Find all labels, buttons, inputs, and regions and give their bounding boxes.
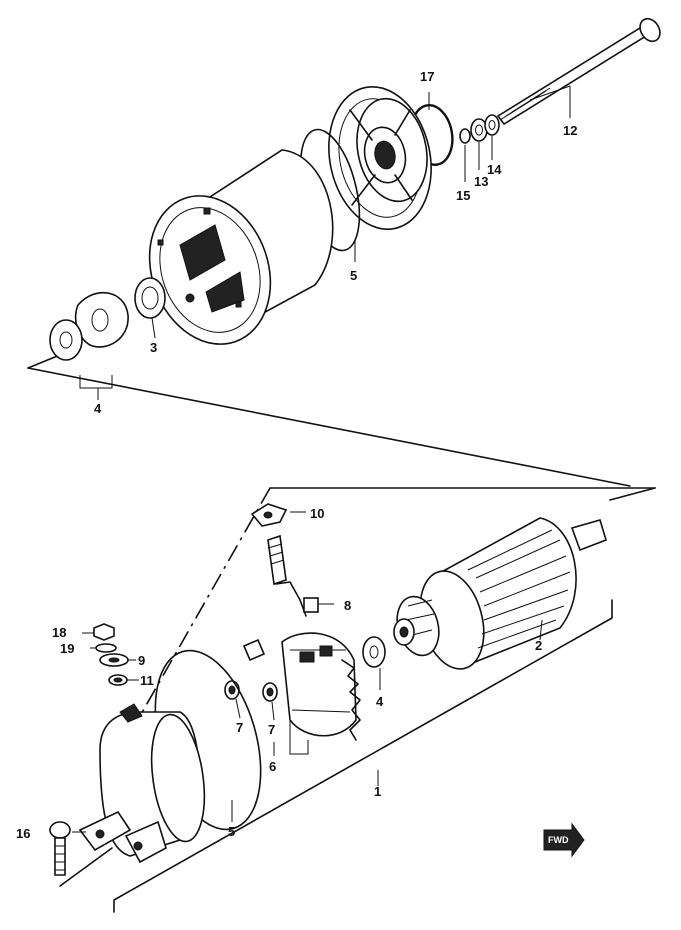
callout-13: 13 [474, 174, 488, 189]
nut-18 [93, 623, 115, 641]
callout-16: 16 [16, 826, 30, 841]
through-bolt [496, 17, 661, 126]
callout-labels: 1 2 3 4 4 5 5 6 7 7 8 9 10 11 12 13 14 1… [16, 69, 577, 841]
lower-bound-right [609, 487, 656, 501]
brush-lead [242, 638, 266, 662]
callout-1: 1 [374, 784, 381, 799]
lower-bound-phantom [139, 487, 271, 717]
end-cover [78, 703, 206, 864]
bushing-3 [134, 277, 166, 319]
end-housing [328, 86, 432, 230]
callout-5-lower: 5 [228, 824, 235, 839]
armature [393, 517, 607, 670]
callout-19: 19 [60, 641, 74, 656]
callout-17: 17 [420, 69, 434, 84]
forward-badge-label: FWD [548, 835, 569, 845]
callout-4-upper: 4 [94, 401, 102, 416]
callout-14: 14 [487, 162, 502, 177]
upper-assembly [27, 17, 661, 487]
lower-bound-left [59, 847, 113, 887]
washer-4-upper-b [49, 319, 83, 361]
forward-direction-badge: FWD [543, 822, 585, 858]
callout-7a: 7 [236, 720, 243, 735]
lower-assembly [49, 487, 656, 913]
callout-9: 9 [138, 653, 145, 668]
callout-11: 11 [140, 673, 154, 688]
callout-8: 8 [344, 598, 351, 613]
callout-2: 2 [535, 638, 542, 653]
brush-holder-plate [281, 632, 361, 741]
callout-7b: 7 [268, 722, 275, 737]
callout-5-upper: 5 [350, 268, 357, 283]
screw-16 [49, 821, 71, 876]
washer-15 [459, 128, 471, 144]
callout-3: 3 [150, 340, 157, 355]
upper-bound-diagonal [27, 367, 631, 487]
callout-12: 12 [563, 123, 577, 138]
washer-14 [484, 114, 500, 136]
lower-bound-diagonal [113, 599, 613, 913]
callout-10: 10 [310, 506, 324, 521]
yoke-housing [148, 149, 334, 345]
callout-15: 15 [456, 188, 470, 203]
callout-6: 6 [269, 759, 276, 774]
callout-18: 18 [52, 625, 66, 640]
washer-4-lower [362, 636, 386, 668]
washer-19 [95, 643, 117, 653]
callout-4-lower: 4 [376, 694, 384, 709]
washer-4-upper-a [74, 291, 129, 348]
terminal-bolt [267, 534, 319, 617]
